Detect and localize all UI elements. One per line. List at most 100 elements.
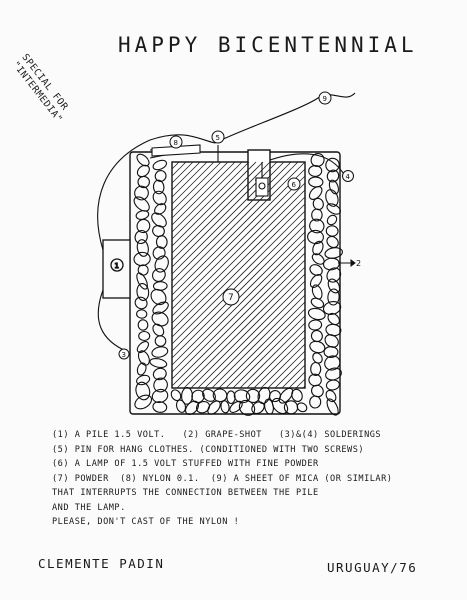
legend-line-6: AND THE LAMP.: [52, 502, 126, 513]
arrow-2: [338, 259, 356, 267]
pebble: [296, 402, 308, 413]
pebble: [310, 297, 325, 309]
pebble: [155, 235, 168, 249]
page-title: HAPPY BICENTENNIAL: [118, 33, 418, 57]
pebble: [310, 153, 325, 167]
hatch-line: [171, 161, 180, 170]
hatch-line: [171, 161, 208, 198]
pebble: [310, 329, 323, 343]
pebble: [308, 176, 324, 188]
pebble: [175, 399, 187, 413]
pebble: [311, 208, 323, 222]
pebble: [137, 350, 150, 366]
pebble: [134, 185, 149, 201]
pebble: [136, 282, 150, 302]
pebble: [133, 196, 150, 212]
pile-battery: 1: [102, 239, 131, 299]
pebble: [308, 319, 323, 331]
hatch-line: [253, 336, 306, 389]
hatch-line: [183, 266, 306, 389]
pebble: [152, 190, 167, 206]
pebble: [195, 400, 211, 414]
callout-2: 2: [356, 259, 361, 268]
pebble: [151, 212, 167, 228]
hatch-line: [171, 161, 257, 247]
hatch-line: [171, 161, 250, 240]
hatch-line: [218, 301, 306, 389]
pebble: [308, 165, 323, 177]
hatch-line: [211, 294, 306, 389]
pebble: [136, 309, 148, 319]
pebble: [309, 395, 322, 409]
hatch-line: [225, 308, 306, 389]
hatch-line: [171, 203, 306, 338]
pebble: [152, 301, 169, 315]
pebble: [133, 251, 151, 267]
pebble: [137, 264, 149, 276]
pebble: [291, 388, 303, 402]
pebble: [152, 246, 166, 260]
pebble: [324, 355, 341, 371]
hatch-line: [171, 161, 222, 212]
hatch-line: [176, 259, 306, 389]
pebble: [326, 235, 339, 249]
pebble: [324, 334, 339, 348]
hatch-line: [246, 329, 306, 389]
callout-9: 9: [323, 95, 327, 103]
pebble: [136, 239, 149, 257]
hatch-line: [204, 287, 306, 389]
pebble: [307, 307, 326, 321]
pebble: [325, 157, 340, 173]
hatch-line: [232, 315, 306, 389]
hatch-line: [171, 161, 236, 226]
pebble: [309, 274, 323, 288]
pebble: [310, 361, 322, 377]
hatch-line: [302, 385, 306, 389]
pebble: [151, 346, 169, 358]
pebble: [136, 218, 151, 234]
pebble: [326, 398, 339, 416]
legend: (1) A PILE 1.5 VOLT. (2) GRAPE-SHOT (3)&…: [52, 428, 392, 530]
callouts: [118, 91, 354, 360]
hatch-line: [171, 161, 194, 184]
pebble: [325, 189, 339, 207]
hatch-line: [171, 161, 299, 289]
callout-6: 6: [292, 181, 297, 189]
hatch-line: [171, 175, 306, 310]
callout-5: 5: [216, 134, 220, 142]
pebble: [327, 288, 340, 306]
pebble: [283, 400, 299, 415]
hatch-line: [171, 168, 306, 303]
hatch-line: [171, 252, 306, 387]
pebble: [327, 278, 341, 294]
hatch-line: [171, 224, 306, 359]
pebble: [278, 387, 294, 404]
hatch-line: [171, 217, 306, 352]
pebble: [309, 218, 325, 234]
clothes-pin: [151, 144, 201, 157]
pebble: [152, 159, 168, 171]
legend-line-7: PLEASE, DON'T CAST OF THE NYLON !: [52, 517, 240, 527]
legend-line-5: THAT INTERRUPTS THE CONNECTION BETWEEN T…: [52, 488, 319, 498]
lamp: [255, 177, 269, 197]
pebble: [325, 379, 340, 391]
pebble: [325, 389, 337, 403]
hatch-line: [171, 161, 271, 261]
pebble: [308, 186, 323, 200]
pebble: [152, 225, 165, 237]
pebble: [152, 323, 165, 337]
pebble: [309, 340, 326, 354]
hatch-line: [274, 357, 306, 389]
hatch-line: [171, 196, 306, 331]
pebble: [152, 268, 166, 282]
pebble: [154, 255, 169, 273]
pebble: [134, 296, 148, 310]
hatch-line: [171, 161, 243, 233]
hatch-line: [171, 161, 229, 219]
pebble: [326, 169, 340, 183]
hatch-line: [171, 161, 215, 205]
artist-signature: CLEMENTE PADIN: [38, 556, 165, 571]
legend-line-4: (7) POWDER (8) NYLON 0.1. (9) A SHEET OF…: [52, 473, 393, 484]
